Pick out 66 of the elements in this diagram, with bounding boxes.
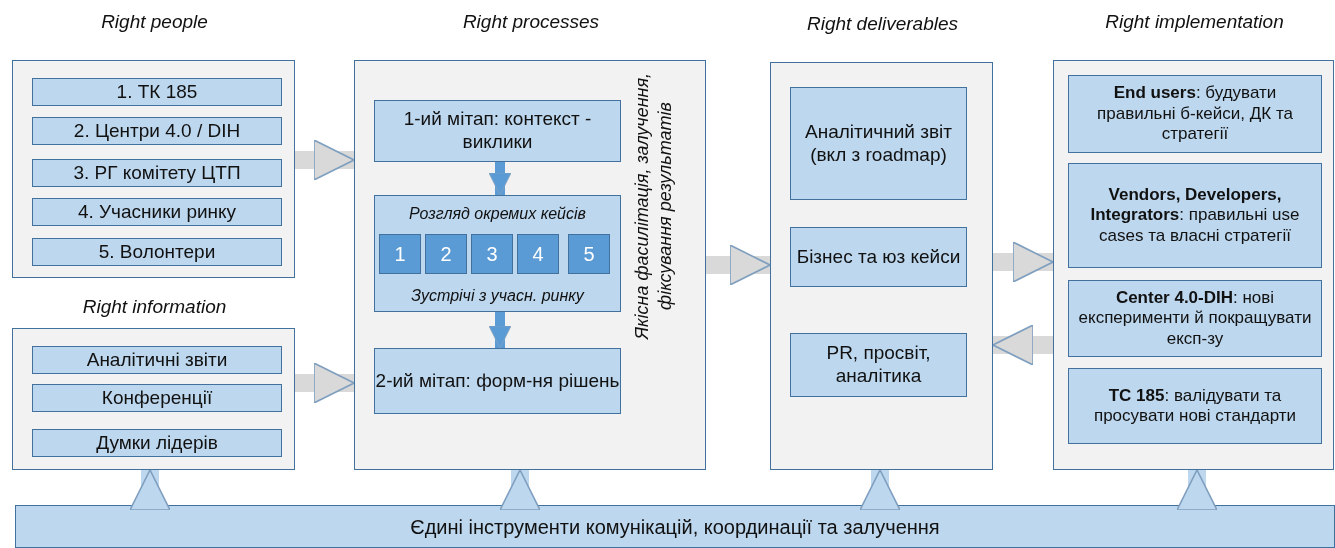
block-arrow bbox=[993, 241, 1054, 283]
box-text: Бізнес та юз кейси bbox=[796, 245, 961, 269]
box-text: 2. Центри 4.0 / DIH bbox=[73, 119, 241, 143]
process-box bbox=[32, 384, 282, 412]
process-box bbox=[790, 333, 967, 397]
process-box bbox=[790, 227, 967, 287]
box-text: Center 4.0-DIH: нові експерименти й покращувати експ-зу bbox=[1077, 287, 1313, 350]
group-title: Right information bbox=[81, 296, 228, 318]
process-box bbox=[1068, 163, 1322, 268]
case-number-box bbox=[568, 234, 610, 274]
process-box bbox=[1068, 75, 1322, 153]
process-box bbox=[32, 429, 282, 457]
process-box bbox=[32, 198, 282, 226]
box-text: 4. Учасники ринку bbox=[77, 200, 237, 224]
box-text: Аналітичний звіт (вкл з roadmap) bbox=[804, 120, 953, 167]
box-text: Думки лідерів bbox=[96, 431, 218, 455]
box-text: TC 185: валідувати та просувати нові стандарти bbox=[1092, 385, 1298, 427]
block-arrow bbox=[499, 469, 541, 511]
box-text: PR, просвіт, аналітика bbox=[825, 342, 932, 388]
box-text: 5 bbox=[583, 242, 595, 266]
process-box bbox=[32, 117, 282, 145]
block-arrow bbox=[488, 312, 512, 349]
block-arrow bbox=[488, 162, 512, 196]
band-text: Єдині інструменти комунікацій, координації та залучення bbox=[410, 514, 940, 539]
box-text: 1 bbox=[394, 242, 406, 266]
foundation-band bbox=[15, 505, 1335, 548]
group-title: Right processes bbox=[461, 11, 601, 33]
box-text: 2 bbox=[440, 242, 452, 266]
case-subheading: Зустрічі з учасн. ринку bbox=[410, 285, 586, 305]
block-arrow bbox=[1176, 469, 1218, 511]
group-title: Right deliverables bbox=[806, 13, 959, 35]
box-text: Vendors, Developers, Integrators: правильні use cases та власні стратегії bbox=[1089, 184, 1301, 247]
block-arrow bbox=[129, 469, 171, 511]
case-number-box bbox=[379, 234, 421, 274]
box-text: End users: будувати правильні б-кейси, ДК та стратегії bbox=[1096, 83, 1294, 145]
box-text: 3 bbox=[486, 242, 498, 266]
process-box bbox=[374, 348, 621, 414]
vertical-caption: Якісна фасилітація, залучення, фіксування результатів bbox=[631, 71, 676, 342]
block-arrow bbox=[706, 244, 771, 286]
box-text: 1-ий мітап: контекст - виклики bbox=[402, 108, 593, 154]
box-text: 5. Волонтери bbox=[98, 240, 216, 264]
process-box bbox=[32, 159, 282, 187]
box-text: 3. РГ комітету ЦТП bbox=[73, 161, 241, 185]
process-box bbox=[32, 238, 282, 266]
process-box bbox=[374, 100, 621, 162]
box-text: 1. ТК 185 bbox=[116, 80, 198, 104]
box-text: 2-ий мітап: форм-ня рішень bbox=[375, 369, 620, 393]
process-box bbox=[1068, 368, 1322, 444]
block-arrow bbox=[992, 324, 1053, 366]
box-text: Аналітичні звіти bbox=[86, 348, 228, 372]
case-number-box bbox=[471, 234, 513, 274]
case-heading: Розгляд окремих кейсів bbox=[408, 204, 587, 224]
block-arrow bbox=[859, 469, 901, 511]
process-box bbox=[32, 346, 282, 374]
block-arrow bbox=[295, 139, 355, 181]
group-title: Right implementation bbox=[1104, 11, 1285, 33]
process-box bbox=[32, 78, 282, 106]
process-box bbox=[790, 87, 967, 200]
process-box bbox=[1068, 280, 1322, 357]
box-text: 4 bbox=[532, 242, 544, 266]
block-arrow bbox=[295, 362, 355, 404]
case-number-box bbox=[425, 234, 467, 274]
box-text: Конференції bbox=[101, 386, 213, 410]
case-number-box bbox=[517, 234, 559, 274]
group-title: Right people bbox=[100, 11, 209, 33]
case-review-box bbox=[374, 195, 621, 312]
